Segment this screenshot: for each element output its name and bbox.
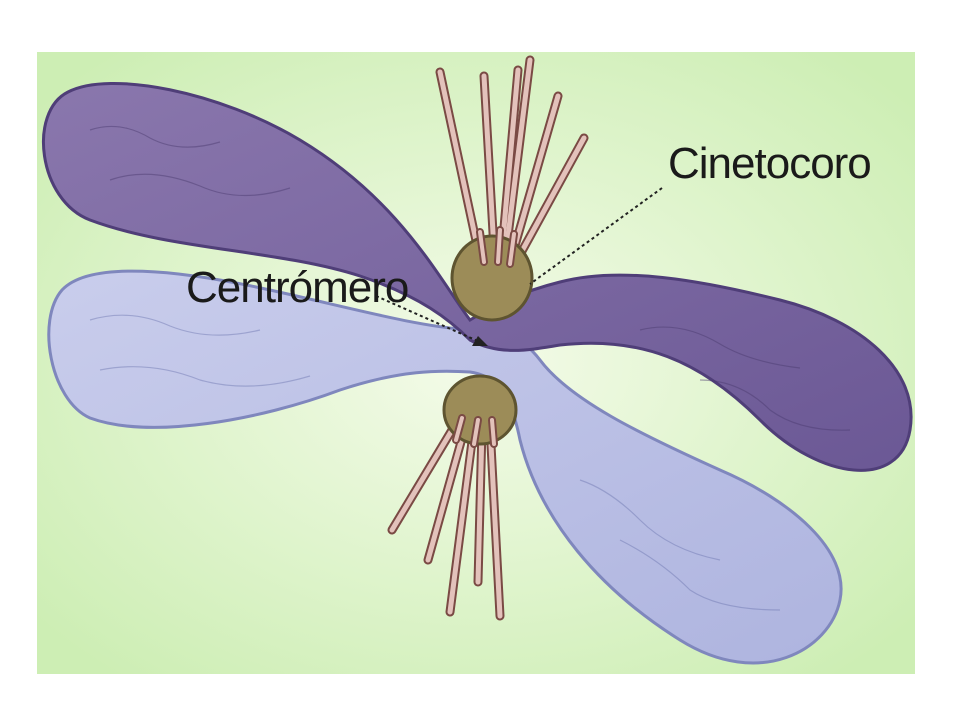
microtubules-upper-fill	[437, 57, 587, 265]
kinetochore-upper	[450, 234, 534, 322]
arrowhead-centromero	[472, 336, 488, 346]
microtubule-stubs-fill	[454, 228, 516, 446]
leader-line-centromero	[375, 295, 481, 343]
microtubules-lower-fill	[389, 417, 503, 619]
chromatid-purple	[41, 81, 913, 472]
label-cinetocoro: Cinetocoro	[668, 139, 871, 188]
label-centromero: Centrómero	[186, 263, 408, 312]
chromatid-texture	[89, 125, 851, 611]
